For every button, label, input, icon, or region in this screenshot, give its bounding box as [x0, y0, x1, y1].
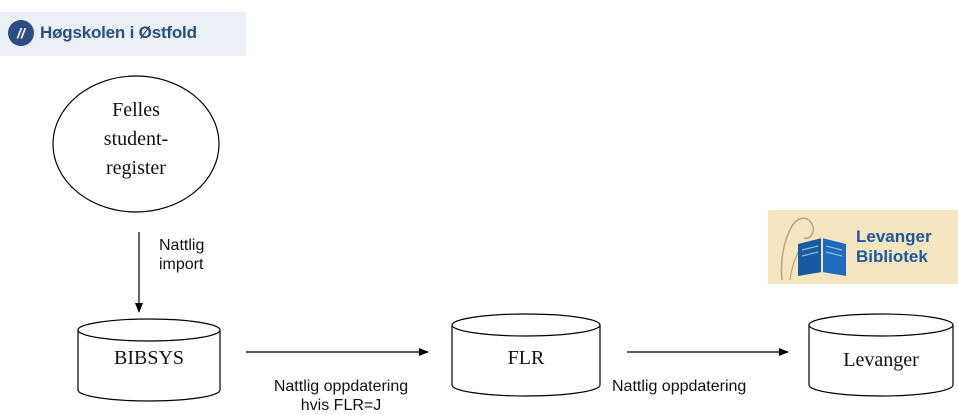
- import-label-line-2: import: [159, 256, 204, 273]
- source-ellipse: [52, 75, 220, 213]
- source-node-label: Felles student- register: [52, 96, 220, 183]
- levanger-logo-line-1: Levanger: [856, 227, 932, 246]
- import-label-line-1: Nattlig: [159, 237, 205, 254]
- hio-logo-text: Høgskolen i Østfold: [40, 23, 197, 42]
- source-line-3: register: [106, 157, 166, 179]
- bibsys-node-label: BIBSYS: [113, 347, 185, 369]
- bibsys-cylinder: [77, 318, 221, 402]
- levanger-bibliotek-logo: Levanger Bibliotek: [768, 210, 958, 284]
- hio-logo: // Høgskolen i Østfold: [0, 12, 246, 56]
- levanger-book-icon: [780, 217, 846, 281]
- bibsys-flr-label-line-2: hvis FLR=J: [300, 397, 382, 414]
- source-line-2: student-: [103, 128, 169, 150]
- flr-node-label: FLR: [507, 347, 545, 369]
- levanger-cylinder: [808, 313, 954, 397]
- import-edge-label: Nattlig import: [159, 236, 204, 274]
- hio-logo-mark: //: [8, 20, 34, 46]
- levanger-node-label: Levanger: [843, 349, 919, 371]
- flr-levanger-edge-label: Nattlig oppdatering: [612, 378, 747, 395]
- flr-cylinder: [451, 313, 601, 397]
- levanger-logo-line-2: Bibliotek: [856, 247, 928, 266]
- source-line-1: Felles: [112, 99, 160, 121]
- bibsys-flr-label-line-1: Nattlig oppdatering: [273, 378, 409, 395]
- bibsys-flr-edge-label: Nattlig oppdatering hvis FLR=J: [246, 377, 436, 415]
